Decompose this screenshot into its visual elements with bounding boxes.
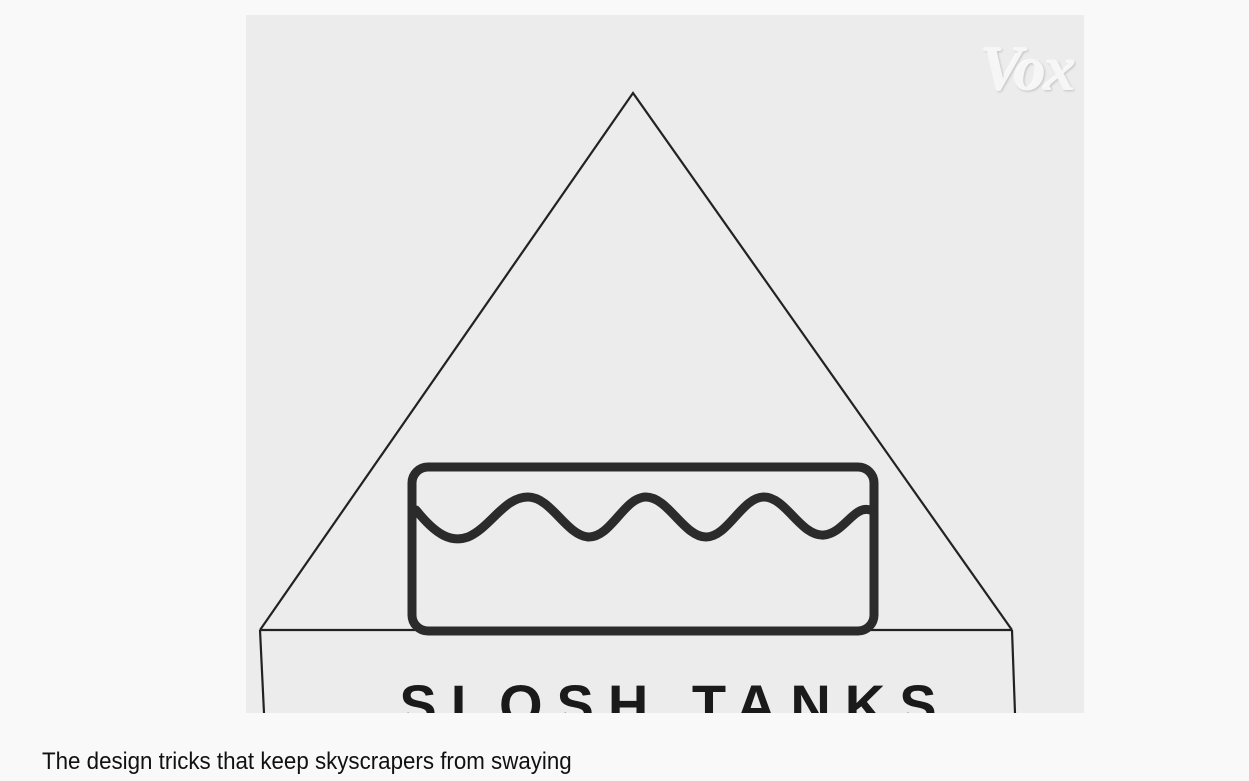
slosh-tank-body <box>412 467 874 631</box>
video-caption-text: SLOSH TANKS <box>246 677 1084 713</box>
vox-watermark-logo: Vox <box>980 37 1074 101</box>
video-title[interactable]: The design tricks that keep skyscrapers … <box>42 748 572 776</box>
slosh-tank-illustration <box>246 15 1084 713</box>
video-player[interactable]: Vox SLOSH TANKS <box>246 15 1084 713</box>
